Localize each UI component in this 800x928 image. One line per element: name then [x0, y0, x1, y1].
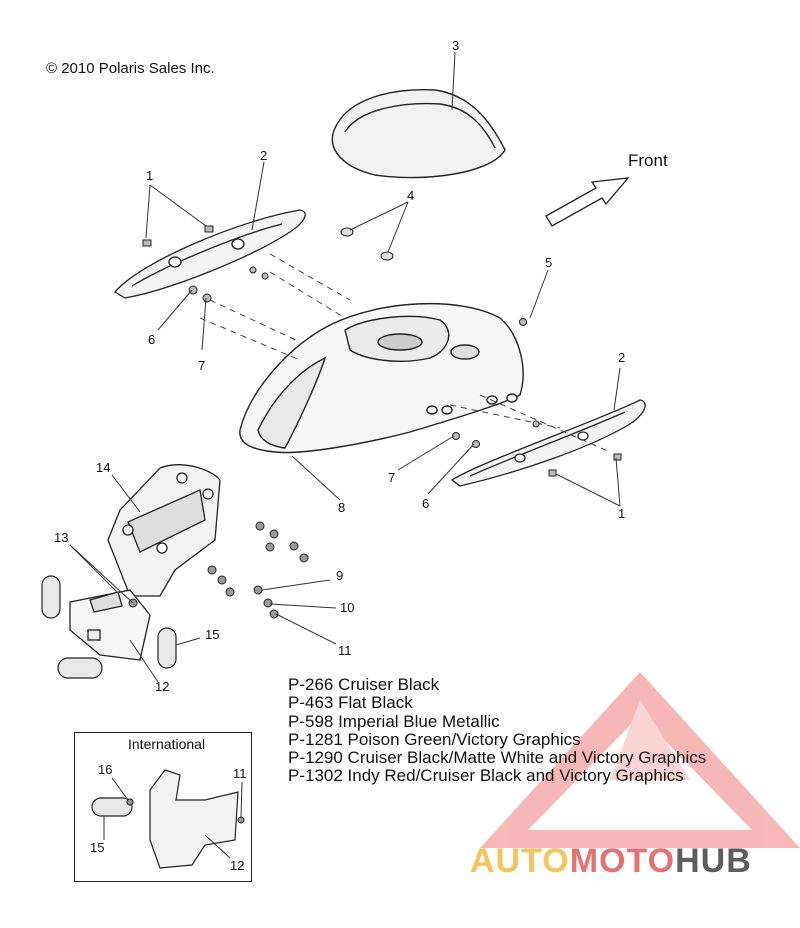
callout-2-right: 2 [618, 350, 626, 365]
seat-pad-part-3 [331, 88, 506, 179]
callout-8: 8 [338, 500, 346, 515]
callout-15-inset: 15 [90, 840, 105, 855]
paint-code: P-266 Cruiser Black [288, 675, 440, 694]
watermark-triangle-logo [480, 672, 800, 848]
callout-7-left: 7 [198, 358, 206, 373]
callout-6-right: 6 [422, 496, 430, 511]
fasteners [142, 225, 622, 477]
front-direction-label: Front [628, 151, 668, 170]
watermark-part-moto: MOTO [569, 842, 676, 880]
license-plate-bracket-part-12 [69, 589, 151, 661]
paint-code-list: P-266 Cruiser Black P-463 Flat Black P-5… [288, 675, 707, 786]
callout-15: 15 [205, 627, 220, 642]
front-arrow [545, 177, 630, 227]
side-cover-right-part-2 [450, 399, 646, 487]
callout-5: 5 [545, 255, 553, 270]
callout-11-inset: 11 [233, 766, 247, 781]
watermark-brand: AUTOMOTOHUB [470, 842, 752, 881]
callout-1-right: 1 [618, 506, 626, 521]
plug-part-4 [340, 227, 394, 261]
paint-code: P-1302 Indy Red/Cruiser Black and Victor… [288, 766, 684, 786]
callout-3: 3 [452, 38, 460, 53]
watermark-part-auto: AUTO [470, 842, 570, 880]
nuts-and-washers [128, 521, 309, 824]
callout-4: 4 [407, 188, 415, 203]
paint-code: P-1290 Cruiser Black/Matte White and Vic… [288, 748, 707, 768]
paint-code: P-463 Flat Black [288, 693, 413, 713]
callout-6-left: 6 [148, 332, 156, 347]
alignment-lines [199, 253, 611, 453]
international-bracket [91, 769, 239, 869]
international-inset-box [74, 732, 252, 882]
callout-12-inset: 12 [230, 858, 245, 873]
callout-1-left: 1 [146, 168, 154, 183]
callout-7-right: 7 [388, 470, 396, 485]
callout-16: 16 [98, 762, 113, 777]
license-bracket-part-14 [107, 464, 221, 597]
rear-fender-body-part-8 [239, 302, 524, 454]
paint-code: P-1281 Poison Green/Victory Graphics [288, 729, 581, 749]
paint-code: P-598 Imperial Blue Metallic [288, 711, 500, 731]
copyright-notice: © 2010 Polaris Sales Inc. [46, 60, 215, 77]
callout-14: 14 [96, 460, 111, 475]
callout-13: 13 [54, 530, 69, 545]
callout-12: 12 [155, 679, 170, 694]
callout-10: 10 [340, 600, 355, 615]
callout-9: 9 [336, 568, 344, 583]
international-inset-title: International [128, 736, 206, 752]
side-cover-left-part-2 [114, 209, 306, 299]
leader-lines [69, 51, 621, 859]
callout-11: 11 [338, 643, 352, 658]
watermark-part-hub: HUB [675, 842, 752, 880]
reflector-part-15 [41, 575, 177, 679]
callout-2-left: 2 [260, 148, 268, 163]
